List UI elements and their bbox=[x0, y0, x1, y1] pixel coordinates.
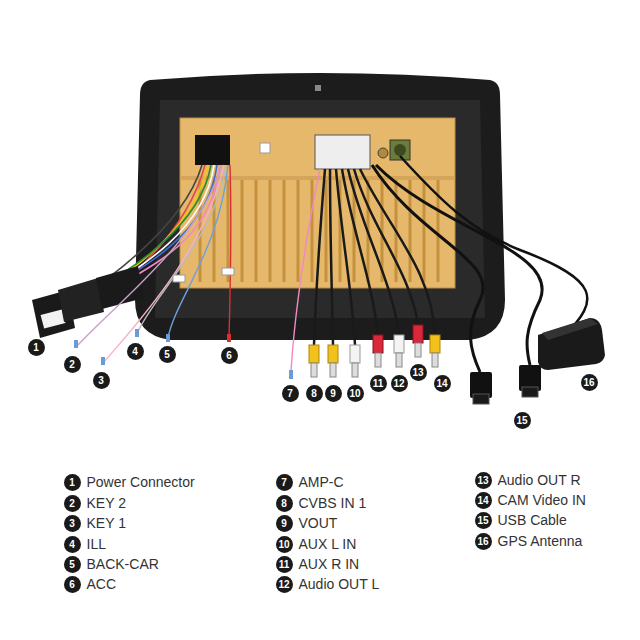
connector-middle bbox=[315, 135, 370, 169]
callout-number-text: 14 bbox=[475, 495, 492, 506]
callout-number-text: 11 bbox=[370, 378, 387, 389]
part-name: ACC bbox=[87, 576, 117, 592]
callout-number-text: 2 bbox=[64, 359, 81, 370]
callout-number: 10AUX L IN bbox=[276, 536, 293, 553]
callout-number: 7 bbox=[282, 385, 299, 402]
amp-wire-tip bbox=[289, 370, 293, 379]
signal-wires bbox=[78, 165, 231, 362]
callout-number: 12Audio OUT L bbox=[276, 576, 293, 593]
callout-number: 1 bbox=[28, 339, 45, 356]
callout-number: 13Audio OUT R bbox=[475, 472, 492, 489]
callout-number-text: 10 bbox=[276, 539, 293, 550]
callout-number-text: 1 bbox=[28, 342, 45, 353]
power-connectors bbox=[32, 266, 144, 338]
callout-number-text: 9 bbox=[325, 388, 342, 399]
part-name: AMP-C bbox=[299, 474, 344, 490]
part-name: AUX L IN bbox=[299, 536, 357, 552]
callout-number: 5BACK-CAR bbox=[64, 556, 81, 573]
rca-plugs bbox=[309, 325, 440, 377]
part-name: VOUT bbox=[299, 515, 338, 531]
callout-number-text: 8 bbox=[276, 498, 293, 509]
callout-number-text: 9 bbox=[276, 518, 293, 529]
part-name: Power Connector bbox=[87, 474, 195, 490]
callout-number-text: 12 bbox=[276, 579, 293, 590]
part-name: ILL bbox=[87, 536, 106, 552]
screw bbox=[315, 85, 321, 91]
part-name: AUX R IN bbox=[299, 556, 360, 572]
part-name: GPS Antenna bbox=[498, 533, 583, 549]
part-name: CVBS IN 1 bbox=[299, 495, 367, 511]
part-name: KEY 2 bbox=[87, 495, 126, 511]
callout-number: 13 bbox=[410, 364, 427, 381]
amp-wire bbox=[291, 169, 320, 372]
callout-number: 4 bbox=[127, 343, 144, 360]
gps-jack-core bbox=[394, 144, 406, 156]
callout-number-text: 3 bbox=[93, 375, 110, 386]
callout-number: 6 bbox=[221, 347, 238, 364]
part-name: Audio OUT R bbox=[498, 472, 581, 488]
callout-number: 4ILL bbox=[64, 536, 81, 553]
callout-number: 2KEY 2 bbox=[64, 495, 81, 512]
callout-number-text: 3 bbox=[64, 518, 81, 529]
callout-number: 7AMP-C bbox=[276, 474, 293, 491]
callout-number-text: 7 bbox=[276, 477, 293, 488]
callout-number: 14 bbox=[434, 375, 451, 392]
callout-number: 5 bbox=[159, 346, 176, 363]
callout-number-text: 10 bbox=[347, 388, 364, 399]
part-name: BACK-CAR bbox=[87, 556, 159, 572]
callout-number-text: 16 bbox=[475, 536, 492, 547]
callout-number: 8 bbox=[306, 385, 323, 402]
callout-number-text: 6 bbox=[64, 579, 81, 590]
callout-number: 15USB Cable bbox=[475, 512, 492, 529]
callout-number: 9VOUT bbox=[276, 515, 293, 532]
callout-number-text: 8 bbox=[306, 388, 323, 399]
gps-antenna bbox=[538, 318, 605, 370]
callout-number: 3 bbox=[93, 372, 110, 389]
callout-number-text: 11 bbox=[276, 559, 293, 570]
callout-number: 16 bbox=[581, 374, 598, 391]
callout-number: 9 bbox=[325, 385, 342, 402]
callout-number: 11AUX R IN bbox=[276, 556, 293, 573]
sticker bbox=[260, 143, 270, 153]
callout-number-text: 6 bbox=[221, 350, 238, 361]
callout-number-text: 15 bbox=[514, 415, 531, 426]
antenna-jack bbox=[378, 148, 388, 158]
callout-number-text: 5 bbox=[159, 349, 176, 360]
callout-number-text: 5 bbox=[64, 559, 81, 570]
callout-number-text: 1 bbox=[64, 477, 81, 488]
part-name: USB Cable bbox=[498, 512, 567, 528]
part-name: Audio OUT L bbox=[299, 576, 380, 592]
callout-number: 14CAM Video IN bbox=[475, 492, 492, 509]
callout-number-text: 4 bbox=[64, 539, 81, 550]
callout-number-text: 12 bbox=[391, 378, 408, 389]
usb-plugs bbox=[470, 365, 541, 404]
callout-number-text: 16 bbox=[581, 377, 598, 388]
callout-number-text: 14 bbox=[434, 378, 451, 389]
rca-cables bbox=[314, 169, 435, 345]
callout-number-text: 15 bbox=[475, 515, 492, 526]
callout-number: 12 bbox=[391, 375, 408, 392]
usb-cables bbox=[372, 165, 542, 372]
callout-number-text: 4 bbox=[127, 346, 144, 357]
callout-number: 10 bbox=[347, 385, 364, 402]
callout-number: 15 bbox=[514, 412, 531, 429]
callout-number: 8CVBS IN 1 bbox=[276, 495, 293, 512]
part-name: CAM Video IN bbox=[498, 492, 586, 508]
callout-number-text: 7 bbox=[282, 388, 299, 399]
part-name: KEY 1 bbox=[87, 515, 126, 531]
callout-number-text: 13 bbox=[475, 475, 492, 486]
callout-number-text: 2 bbox=[64, 498, 81, 509]
wire-tips bbox=[74, 268, 234, 365]
callout-number: 2 bbox=[64, 356, 81, 373]
callout-number: 11 bbox=[370, 375, 387, 392]
callout-number: 6ACC bbox=[64, 576, 81, 593]
callout-number: 1Power Connector bbox=[64, 474, 81, 491]
callout-number: 16GPS Antenna bbox=[475, 533, 492, 550]
gps-cable bbox=[400, 156, 587, 335]
callout-number: 3KEY 1 bbox=[64, 515, 81, 532]
callout-number-text: 13 bbox=[410, 367, 427, 378]
connector-left bbox=[195, 135, 230, 165]
